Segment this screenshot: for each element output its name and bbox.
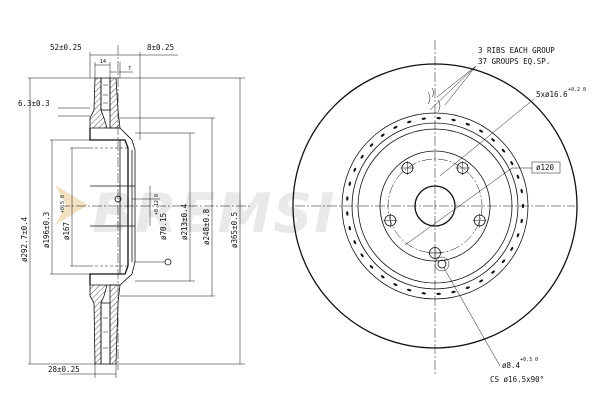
- leader: [429, 65, 477, 111]
- small-hole: [437, 259, 447, 269]
- front-view: 3 RIBS EACH GROUP 37 GROUPS EQ.SP. 5xø16…: [292, 40, 586, 384]
- rib-mark: [421, 117, 426, 120]
- rib-mark: [380, 275, 385, 279]
- rib-mark: [380, 133, 385, 137]
- rib-mark: [491, 138, 495, 142]
- lower-outer-ring: [109, 284, 121, 365]
- dia-120-box: [531, 161, 561, 174]
- rib-mark: [346, 196, 349, 201]
- rib-detail: [431, 87, 434, 98]
- dim-213: ø213±0.4: [180, 203, 189, 240]
- rib-mark: [360, 253, 364, 258]
- hat-inner-outline: [107, 127, 136, 286]
- dia-120-label: ø120: [536, 163, 555, 172]
- rib-mark: [407, 120, 412, 124]
- dim-70-tolerance: +0.12 0: [154, 194, 160, 215]
- small-hole-countersink: [434, 256, 450, 272]
- bolt-holes: [383, 161, 487, 260]
- leader: [443, 267, 501, 367]
- dim-52: 52±0.25: [50, 43, 82, 52]
- rib-marks: [346, 116, 525, 296]
- watermark-chevron-icon: [55, 185, 88, 225]
- center-bore: [414, 185, 456, 227]
- leader: [439, 98, 535, 177]
- ribs-note-line1: 3 RIBS EACH GROUP: [478, 46, 555, 55]
- rib-detail: [437, 99, 441, 113]
- rib-mark: [360, 154, 364, 159]
- rib-mark: [521, 203, 525, 209]
- hat-inner-edge: [357, 128, 513, 284]
- friction-ring-inner-edge: [341, 112, 529, 300]
- dim-14: 14: [100, 59, 106, 65]
- rib-mark: [348, 226, 352, 231]
- rib-mark: [436, 116, 441, 120]
- dim-196: ø196±0.3: [42, 212, 51, 248]
- dim-365: ø365±0.5: [230, 212, 239, 248]
- upper-outer-ring: [109, 77, 121, 129]
- dim-28: 28±0.25: [48, 365, 80, 374]
- rib-mark: [369, 265, 374, 269]
- rib-mark: [353, 240, 357, 245]
- leader: [436, 65, 477, 98]
- hat-outline: [89, 128, 129, 285]
- countersink-label: CS ø16.5x90°: [490, 375, 544, 384]
- lower-rib-channel: [100, 302, 111, 365]
- section-view: 52±0.25 8±0.25 14 7 6.3±0.3 28±0.25 ø292…: [18, 43, 250, 378]
- rib-mark: [520, 218, 523, 224]
- rib-mark: [491, 270, 495, 274]
- rib-mark: [479, 279, 484, 283]
- rib-mark: [393, 283, 398, 286]
- dim-8: 8±0.25: [147, 43, 174, 52]
- rib-mark: [369, 143, 374, 147]
- rib-mark: [520, 188, 523, 194]
- hub-face-edge: [379, 150, 491, 262]
- rib-mark: [510, 246, 514, 251]
- leader: [444, 65, 477, 106]
- rib-mark: [421, 292, 426, 295]
- hat-outer-edge: [351, 122, 519, 290]
- bolt-holes-tolerance: +0.2 0: [568, 87, 586, 93]
- upper-rib-channel: [100, 77, 111, 111]
- lower-friction-ring: [89, 284, 108, 365]
- ribs-note-line2: 37 GROUPS EQ.SP.: [478, 57, 550, 66]
- rib-mark: [479, 129, 484, 133]
- small-hole-label: ø8.4: [502, 361, 521, 370]
- leader: [404, 167, 513, 246]
- small-hole-tolerance: +0.3 0: [520, 357, 538, 363]
- bolt-holes-label: 5xø16.6: [536, 90, 568, 99]
- disc-outer-edge: [292, 63, 578, 349]
- rib-mark: [516, 174, 520, 179]
- small-hole-marker: [164, 258, 172, 266]
- rib-mark: [393, 126, 398, 129]
- rib-mark: [346, 211, 349, 216]
- dim-7: 7: [128, 66, 131, 72]
- rib-mark: [353, 167, 357, 172]
- bolt-hole-marker: [114, 195, 122, 203]
- rib-mark: [501, 148, 506, 153]
- rib-mark: [451, 118, 456, 122]
- dim-70: ø70.15: [159, 213, 168, 240]
- rib-mark: [436, 292, 441, 296]
- dim-248: ø248±0.8: [202, 208, 211, 245]
- rib-mark: [407, 288, 412, 292]
- dim-292: ø292.7±0.4: [20, 216, 29, 262]
- rib-mark: [465, 122, 470, 126]
- rib-mark: [348, 181, 352, 186]
- dim-167: ø167: [62, 222, 71, 240]
- rib-mark: [516, 233, 520, 238]
- dim-167-tolerance: +0.5 0: [60, 195, 66, 213]
- rib-detail: [427, 91, 431, 105]
- rib-mark: [465, 286, 470, 290]
- watermark-text: BREMSI: [92, 182, 336, 245]
- rib-mark: [501, 259, 506, 264]
- rib-mark: [451, 290, 456, 294]
- dim-6-3: 6.3±0.3: [18, 99, 50, 108]
- rib-mark: [510, 161, 514, 166]
